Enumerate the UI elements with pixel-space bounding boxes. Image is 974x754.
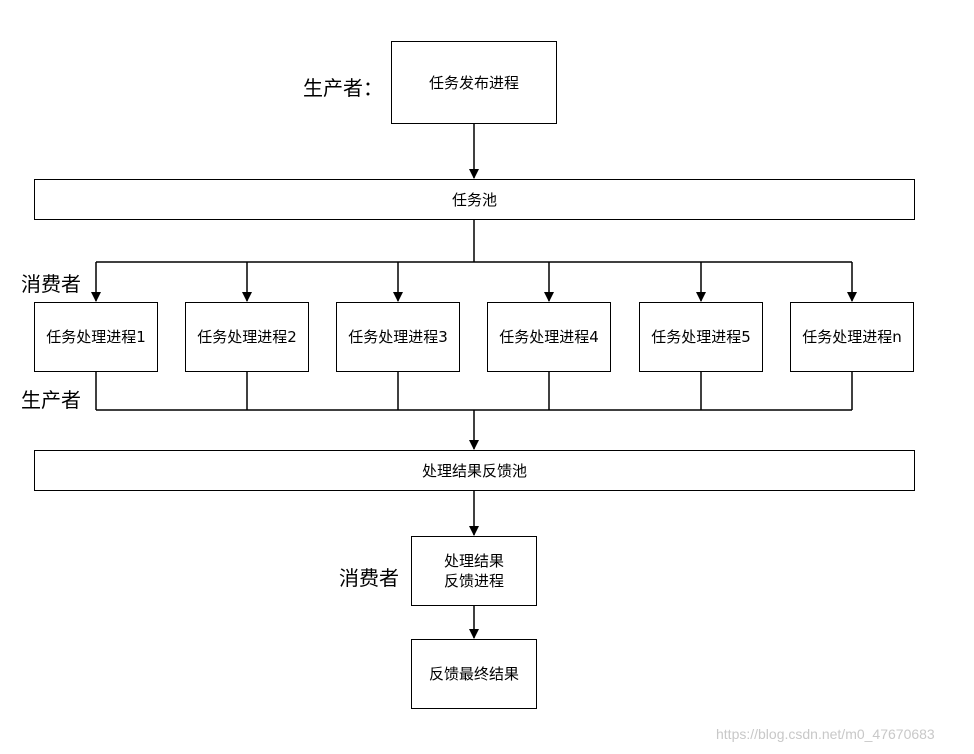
- worker-process-4: 任务处理进程4: [487, 302, 611, 372]
- task-pool-label: 任务池: [451, 190, 497, 209]
- producer-label-top: 生产者：: [303, 76, 383, 100]
- producer-label-mid: 生产者: [21, 388, 81, 412]
- watermark: https://blog.csdn.net/m0_47670683: [716, 726, 935, 742]
- worker-process-label: 任务处理进程n: [802, 328, 902, 346]
- task-pool: 任务池: [34, 179, 915, 220]
- worker-process-label: 任务处理进程4: [499, 328, 599, 346]
- worker-process-2: 任务处理进程2: [185, 302, 309, 372]
- result-feedback-pool: 处理结果反馈池: [34, 450, 915, 491]
- worker-process-label: 任务处理进程1: [46, 328, 146, 346]
- result-process-label-line2: 反馈进程: [443, 572, 504, 590]
- worker-process-5: 任务处理进程5: [639, 302, 763, 372]
- result-process-label-line1: 处理结果: [443, 552, 504, 570]
- worker-process-label: 任务处理进程2: [197, 328, 297, 346]
- result-pool-label: 处理结果反馈池: [421, 461, 527, 480]
- worker-process-label: 任务处理进程3: [348, 328, 448, 346]
- task-publish-process: 任务发布进程: [391, 41, 557, 124]
- final-result-label: 反馈最终结果: [428, 665, 519, 683]
- worker-process-label: 任务处理进程5: [651, 328, 751, 346]
- result-feedback-process: 处理结果 反馈进程: [411, 536, 537, 606]
- final-result: 反馈最终结果: [411, 639, 537, 709]
- worker-process-n: 任务处理进程n: [790, 302, 914, 372]
- consumer-label-bottom: 消费者: [339, 566, 399, 590]
- worker-process-3: 任务处理进程3: [336, 302, 460, 372]
- worker-process-1: 任务处理进程1: [34, 302, 158, 372]
- consumer-label-mid: 消费者: [21, 272, 81, 296]
- task-publish-label: 任务发布进程: [428, 73, 519, 92]
